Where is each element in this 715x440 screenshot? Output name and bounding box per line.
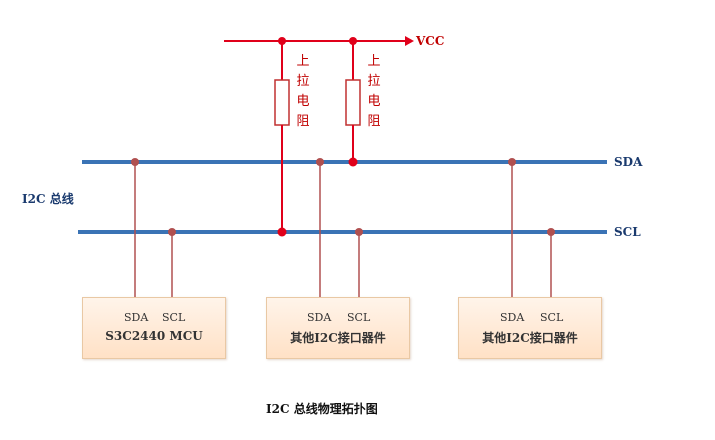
device-2-sda-pin: SDA [307,311,332,324]
device-2-scl-junction [355,228,363,236]
resistor-1-label: 上拉电阻 [296,54,310,129]
scl-bus-label: SCL [614,225,641,239]
device-1-scl-pin: SCL [162,311,186,324]
i2c-bus-title: I2C 总线 [22,192,74,206]
resistor-1 [274,79,290,126]
device-3-scl-pin: SCL [540,311,564,324]
scl-junction-pullup [277,227,287,237]
diagram-caption: I2C 总线物理拓扑图 [266,402,378,416]
device-1-scl-junction [168,228,176,236]
device-2-name: 其他I2C接口器件 [290,331,386,345]
device-2-sda-junction [316,158,324,166]
sda-bus-label: SDA [614,155,643,169]
vcc-label: VCC [416,34,445,48]
device-3-box: SDA SCL 其他I2C接口器件 [458,297,602,359]
device-1-box: SDA SCL S3C2440 MCU [82,297,226,359]
device-2-box: SDA SCL 其他I2C接口器件 [266,297,410,359]
device-1-sda-pin: SDA [124,311,149,324]
device-3-scl-junction [547,228,555,236]
resistor-2 [345,79,361,126]
device-3-sda-pin: SDA [500,311,525,324]
device-1-name: S3C2440 MCU [105,329,203,343]
device-3-sda-junction [508,158,516,166]
resistor-2-label: 上拉电阻 [367,54,381,129]
device-1-sda-junction [131,158,139,166]
device-3-name: 其他I2C接口器件 [482,331,578,345]
sda-junction-pullup [348,157,358,167]
vcc-arrow-icon [405,36,414,46]
device-2-scl-pin: SCL [347,311,371,324]
